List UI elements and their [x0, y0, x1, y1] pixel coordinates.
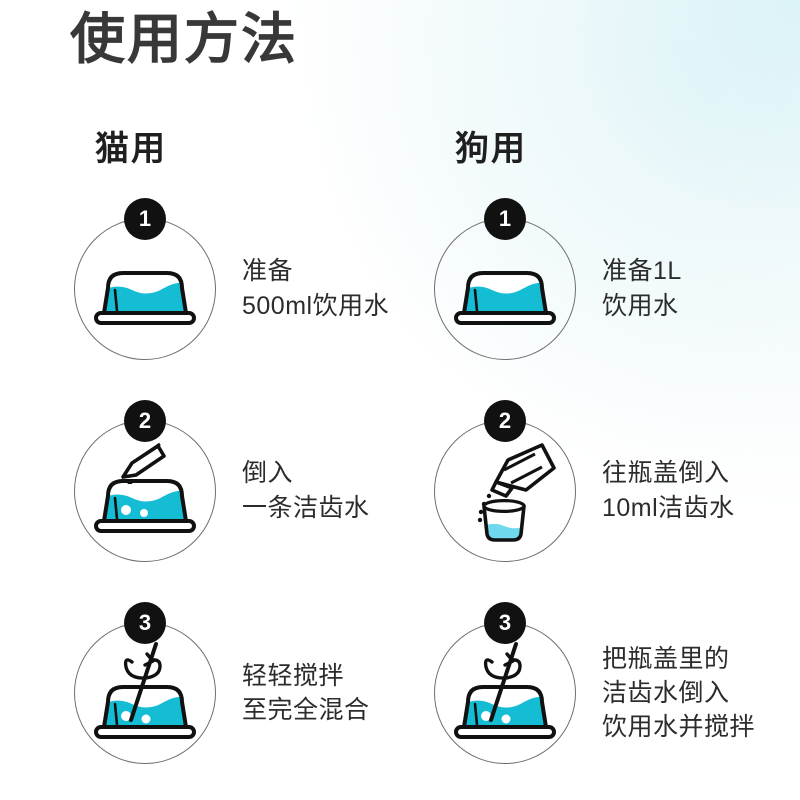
step-dog-2-circle: 2: [434, 400, 576, 562]
step-text-line: 饮用水: [602, 292, 679, 320]
step-cat-3: 3: [74, 602, 370, 764]
step-cat-2-text: 倒入 一条洁齿水: [242, 456, 370, 527]
step-text-line: 把瓶盖里的: [602, 645, 730, 673]
step-text-line: 往瓶盖倒入: [602, 458, 730, 487]
step-text-line: 准备1L: [602, 256, 682, 285]
step-number-badge: 3: [124, 602, 166, 644]
bottle-shape: [490, 443, 556, 498]
step-text-line: 倒入: [242, 458, 294, 487]
step-dog-1: 1 准备1L 饮用水: [434, 198, 682, 360]
step-cat-1: 1 准备 500ml饮用水: [74, 198, 389, 360]
step-dog-2-text: 往瓶盖倒入 10ml洁齿水: [602, 456, 735, 527]
step-cat-2: 2: [74, 400, 370, 562]
column-header-cat: 猫用: [95, 130, 167, 168]
step-number-badge: 2: [484, 400, 526, 442]
step-cat-1-text: 准备 500ml饮用水: [242, 254, 389, 325]
step-text-line: 一条洁齿水: [242, 494, 370, 522]
step-number-badge: 2: [124, 400, 166, 442]
column-header-dog: 狗用: [455, 130, 527, 168]
step-dog-2: 2: [434, 400, 735, 562]
step-text-line: 准备: [242, 256, 294, 285]
step-dog-1-text: 准备1L 饮用水: [602, 254, 682, 325]
sachet-pouring-into-bowl-icon: [94, 442, 196, 533]
bottle-pouring-into-cap-icon: [477, 443, 556, 542]
water-bowl-icon: [454, 271, 556, 325]
page-title: 使用方法: [70, 8, 299, 70]
step-cat-3-circle: 3: [74, 602, 216, 764]
step-cat-3-text: 轻轻搅拌 至完全混合: [242, 659, 370, 727]
stirring-bowl-icon: [454, 642, 556, 739]
step-text-line: 至完全混合: [242, 696, 370, 724]
step-number-badge: 1: [484, 198, 526, 240]
step-text-line: 500ml饮用水: [242, 292, 390, 320]
step-text-line: 10ml洁齿水: [602, 494, 735, 522]
step-text-line: 轻轻搅拌: [242, 662, 345, 690]
step-number-badge: 3: [484, 602, 526, 644]
step-dog-3-circle: 3: [434, 602, 576, 764]
sachet-shape: [121, 442, 166, 479]
step-cat-1-circle: 1: [74, 198, 216, 360]
step-number-badge: 1: [124, 198, 166, 240]
water-bowl-icon: [94, 271, 196, 325]
stirring-bowl-icon: [94, 642, 196, 739]
step-text-line: 饮用水并搅拌: [602, 713, 756, 741]
step-cat-2-circle: 2: [74, 400, 216, 562]
step-text-line: 洁齿水倒入: [602, 679, 730, 707]
step-dog-3: 3: [434, 602, 755, 764]
step-dog-1-circle: 1: [434, 198, 576, 360]
step-dog-3-text: 把瓶盖里的 洁齿水倒入 饮用水并搅拌: [602, 642, 755, 744]
